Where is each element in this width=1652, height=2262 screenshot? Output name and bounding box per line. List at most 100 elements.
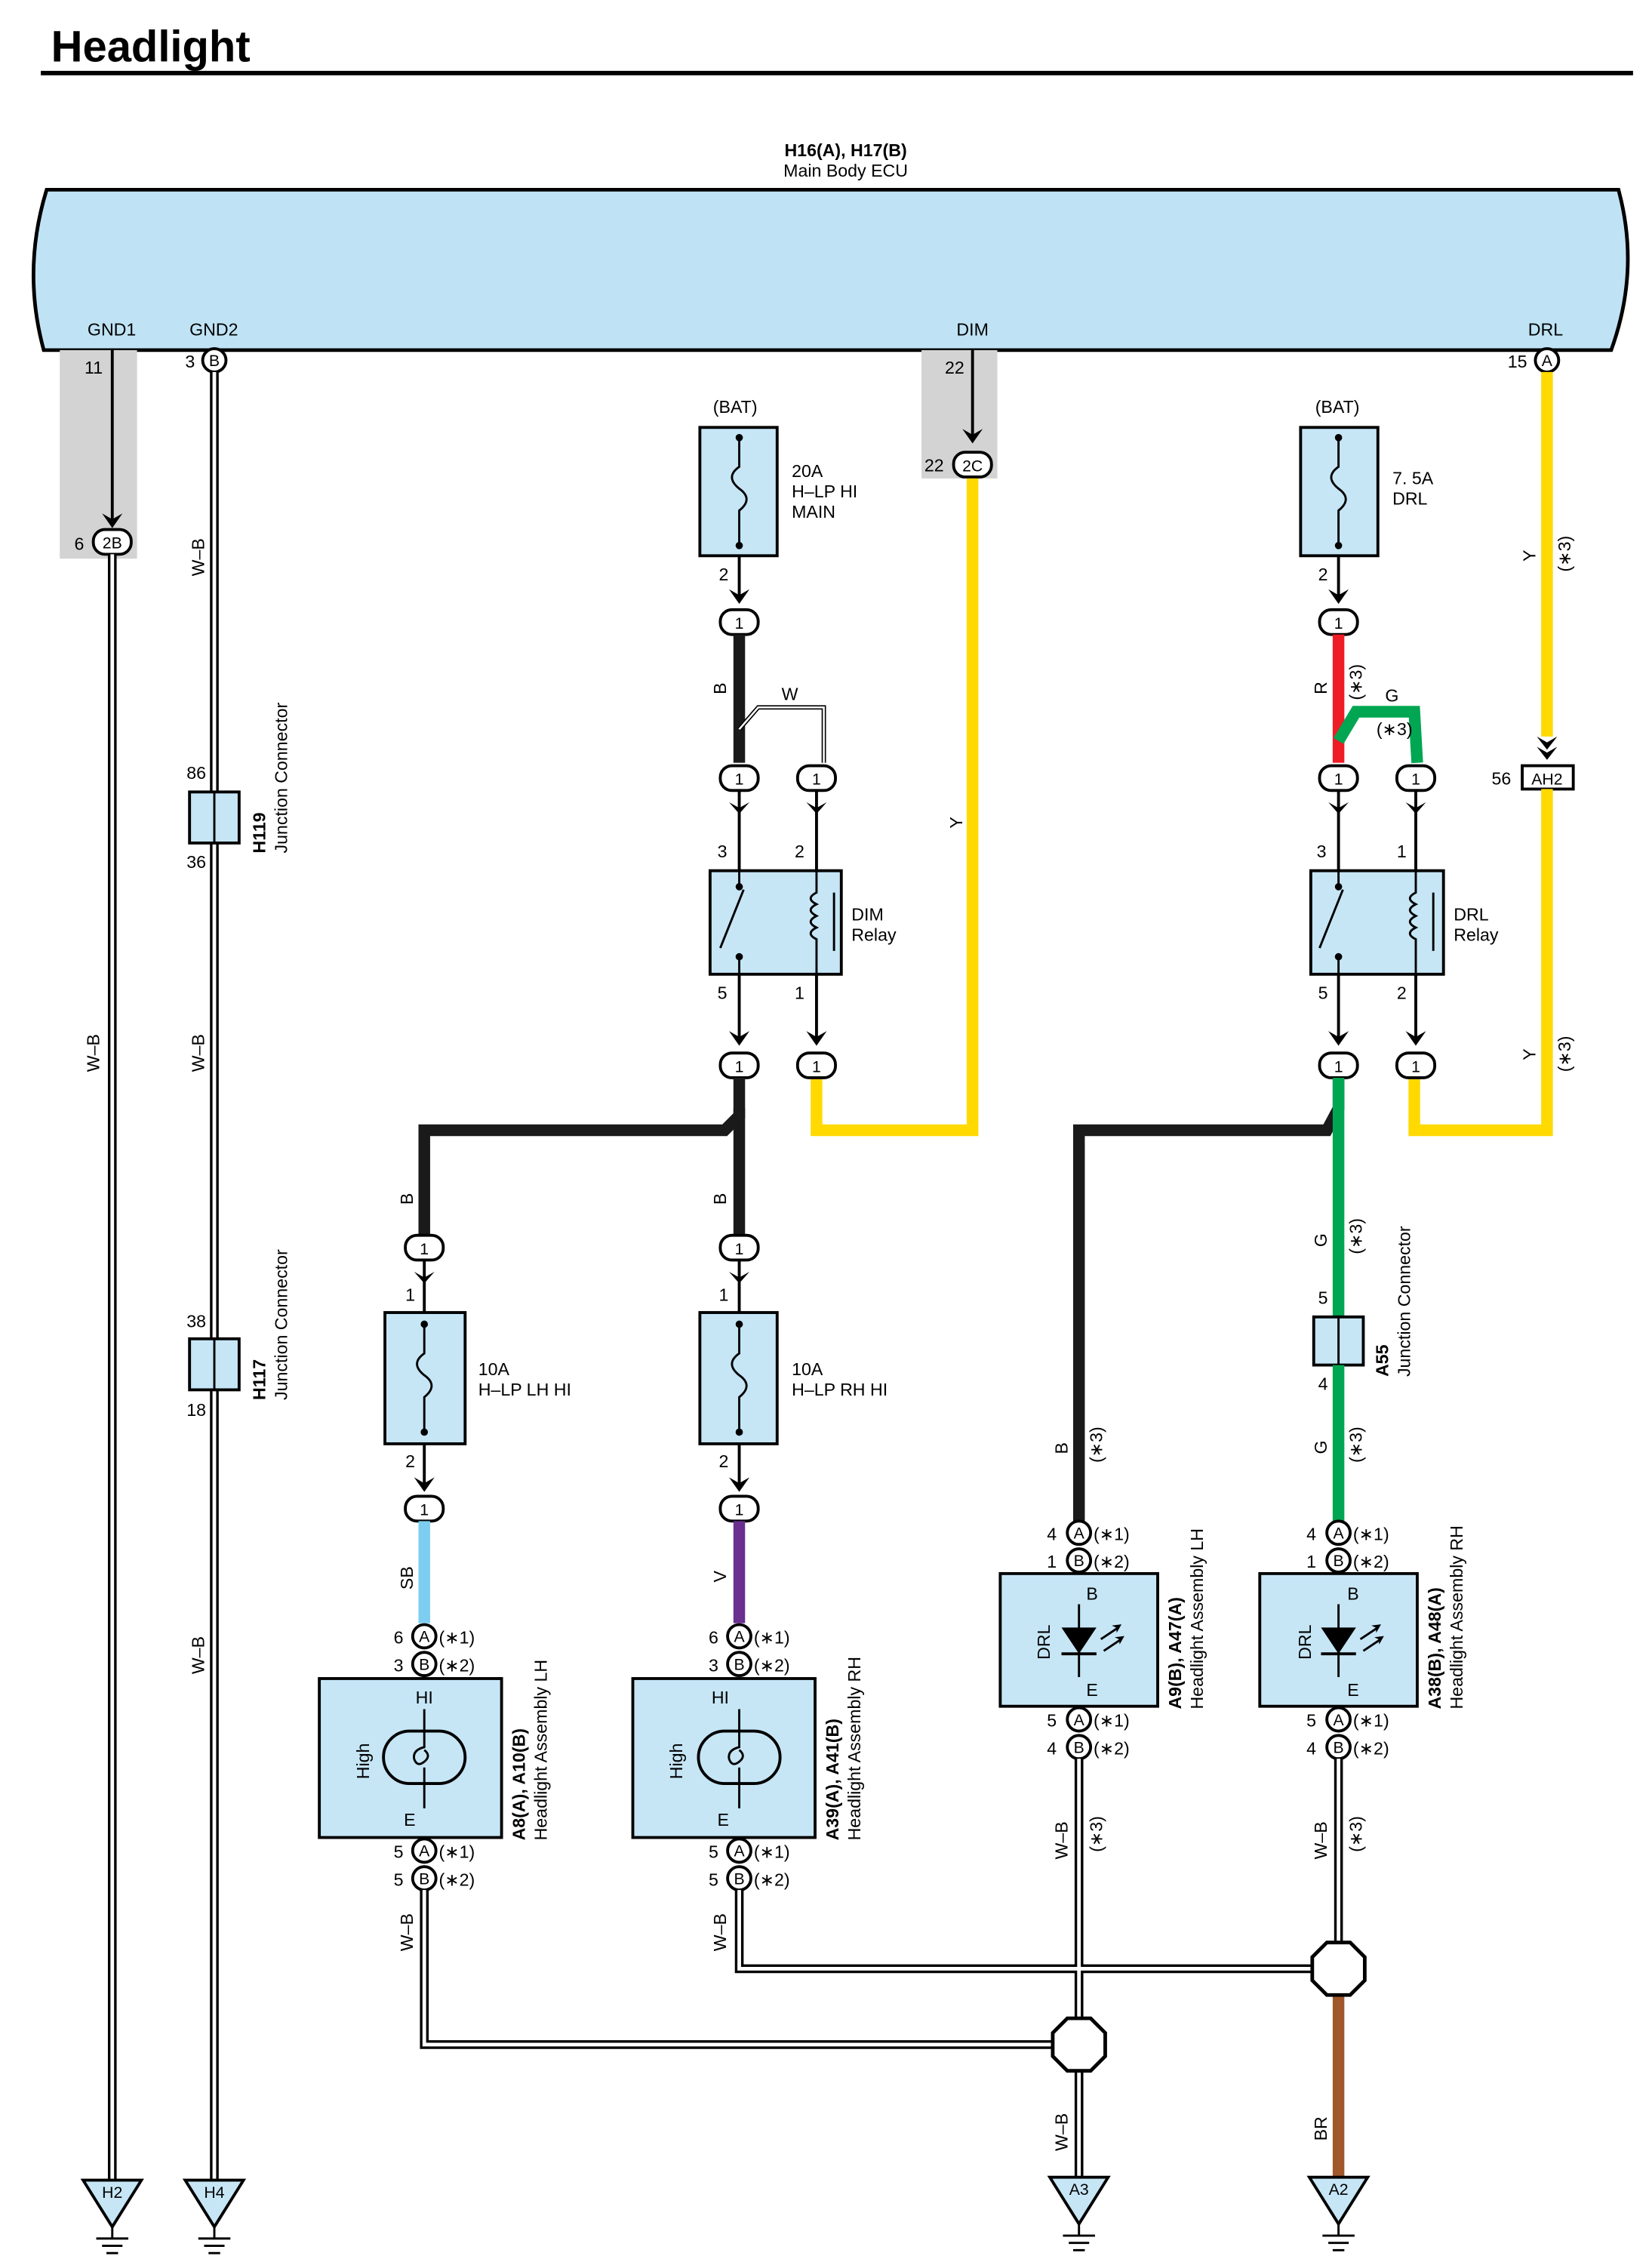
svg-text:1: 1	[812, 771, 821, 789]
svg-text:A: A	[734, 1842, 745, 1860]
svg-text:1: 1	[1306, 1552, 1316, 1571]
svg-text:H117: H117	[250, 1359, 269, 1400]
svg-text:1: 1	[735, 1501, 744, 1519]
svg-text:3: 3	[394, 1655, 404, 1675]
svg-text:E: E	[1086, 1680, 1097, 1700]
svg-text:DRL: DRL	[1392, 489, 1427, 509]
drl-rh-branch: A 4 (∗1) B 1 (∗2) B E DRL A38(B), A48(A)…	[1258, 1519, 1466, 1860]
svg-text:6: 6	[75, 534, 85, 554]
page-title: Headlight	[51, 23, 251, 71]
svg-text:2: 2	[1397, 983, 1407, 1003]
svg-text:E: E	[718, 1810, 729, 1830]
ecu-term-dim: DIM	[956, 320, 988, 340]
svg-text:High: High	[353, 1743, 373, 1780]
svg-text:10A: 10A	[478, 1359, 510, 1379]
svg-text:56: 56	[1491, 769, 1511, 789]
ecu-term-gnd1: GND1	[88, 320, 136, 340]
svg-text:1: 1	[1334, 614, 1343, 632]
svg-text:1: 1	[1047, 1552, 1057, 1571]
svg-text:4: 4	[1306, 1738, 1316, 1758]
svg-text:H–LP RH HI: H–LP RH HI	[792, 1380, 888, 1399]
svg-text:SB: SB	[397, 1566, 417, 1590]
drl-lh-branch: A 4 (∗1) B 1 (∗2) B E DRL A9(B), A47(A) …	[998, 1519, 1207, 1860]
svg-text:5: 5	[709, 1870, 718, 1889]
svg-text:4: 4	[1306, 1524, 1316, 1543]
svg-text:3: 3	[185, 352, 195, 371]
svg-text:W–B: W–B	[1311, 1821, 1331, 1859]
svg-text:2B: 2B	[103, 534, 122, 552]
wire-label-wb: W–B	[83, 1034, 103, 1072]
svg-text:(∗3): (∗3)	[1346, 1218, 1366, 1254]
svg-text:(∗2): (∗2)	[1353, 1552, 1389, 1571]
svg-text:36: 36	[186, 852, 206, 872]
drl-relay	[1309, 869, 1445, 976]
svg-text:Y: Y	[1519, 550, 1539, 562]
svg-text:Relay: Relay	[851, 925, 897, 944]
dim-relay	[708, 869, 843, 976]
lh-high-beam-branch: 1 1 10A H–LP LH HI 2 1 SB A 6 (∗1) B 3 (…	[318, 1233, 571, 1951]
svg-text:E: E	[1347, 1680, 1358, 1700]
svg-text:Junction Connector: Junction Connector	[272, 1249, 291, 1400]
svg-text:3: 3	[718, 842, 728, 861]
svg-text:W–B: W–B	[188, 1034, 208, 1072]
ground-h2: H2	[80, 2178, 144, 2254]
svg-text:1: 1	[420, 1501, 429, 1519]
svg-text:5: 5	[1047, 1711, 1057, 1731]
svg-text:B: B	[1074, 1552, 1084, 1570]
drl-branch: (BAT) 7. 5A DRL 2 1 R (∗3) G (∗3) 1 1 3 …	[1051, 397, 1499, 1522]
svg-text:2: 2	[405, 1451, 415, 1471]
svg-text:3: 3	[1317, 842, 1327, 861]
svg-text:15: 15	[1508, 352, 1527, 371]
svg-text:22: 22	[924, 455, 944, 475]
svg-text:B: B	[734, 1655, 744, 1673]
svg-text:B: B	[1074, 1739, 1084, 1757]
svg-text:W–B: W–B	[1051, 1821, 1071, 1859]
svg-text:V: V	[710, 1570, 730, 1582]
svg-text:(∗2): (∗2)	[1094, 1552, 1130, 1571]
svg-text:A55: A55	[1372, 1344, 1392, 1377]
svg-text:(∗1): (∗1)	[754, 1628, 790, 1648]
svg-text:W–B: W–B	[1051, 2113, 1071, 2151]
svg-text:A9(B), A47(A): A9(B), A47(A)	[1165, 1597, 1185, 1709]
svg-text:MAIN: MAIN	[792, 502, 835, 522]
svg-text:(∗2): (∗2)	[1094, 1738, 1130, 1758]
svg-text:B: B	[1051, 1442, 1071, 1454]
svg-text:G: G	[1311, 1233, 1331, 1247]
svg-text:2: 2	[1318, 565, 1328, 584]
svg-text:E: E	[404, 1810, 415, 1830]
svg-text:18: 18	[186, 1400, 206, 1420]
svg-text:(∗1): (∗1)	[1353, 1524, 1389, 1543]
svg-text:2C: 2C	[962, 457, 983, 475]
headlight-assembly-lh-high	[318, 1677, 503, 1839]
svg-text:2: 2	[718, 565, 728, 584]
svg-text:(∗3): (∗3)	[1555, 536, 1574, 572]
splice-a3	[1051, 2016, 1107, 2073]
splice-a2	[1310, 1940, 1367, 1997]
svg-text:BR: BR	[1311, 2116, 1331, 2140]
svg-text:B: B	[1347, 1584, 1358, 1604]
svg-text:1: 1	[735, 1240, 744, 1258]
svg-text:A: A	[1074, 1711, 1085, 1729]
svg-text:A: A	[419, 1628, 430, 1646]
svg-text:(∗3): (∗3)	[1087, 1816, 1106, 1852]
svg-text:(∗2): (∗2)	[754, 1870, 790, 1889]
svg-text:22: 22	[945, 358, 964, 377]
svg-text:5: 5	[394, 1842, 404, 1862]
svg-text:W–B: W–B	[188, 538, 208, 576]
svg-text:A8(A), A10(B): A8(A), A10(B)	[509, 1728, 529, 1840]
svg-text:R: R	[1311, 682, 1331, 694]
svg-text:1: 1	[1334, 1057, 1343, 1076]
rh-high-beam-branch: 1 1 10A H–LP RH HI 2 1 V A 6 (∗1) B 3 (∗…	[631, 1233, 888, 1951]
svg-text:10A: 10A	[792, 1359, 823, 1379]
svg-text:5: 5	[1306, 1711, 1316, 1731]
svg-text:A39(A), A41(B): A39(A), A41(B)	[823, 1719, 842, 1840]
svg-text:Relay: Relay	[1454, 925, 1499, 944]
svg-text:W–B: W–B	[188, 1636, 208, 1674]
headlight-assembly-rh-high	[631, 1677, 817, 1839]
svg-text:A: A	[419, 1842, 430, 1860]
svg-text:(∗3): (∗3)	[1377, 719, 1413, 739]
svg-text:(∗2): (∗2)	[439, 1870, 475, 1889]
svg-text:H–LP LH HI: H–LP LH HI	[478, 1380, 571, 1399]
svg-text:HI: HI	[416, 1688, 433, 1707]
